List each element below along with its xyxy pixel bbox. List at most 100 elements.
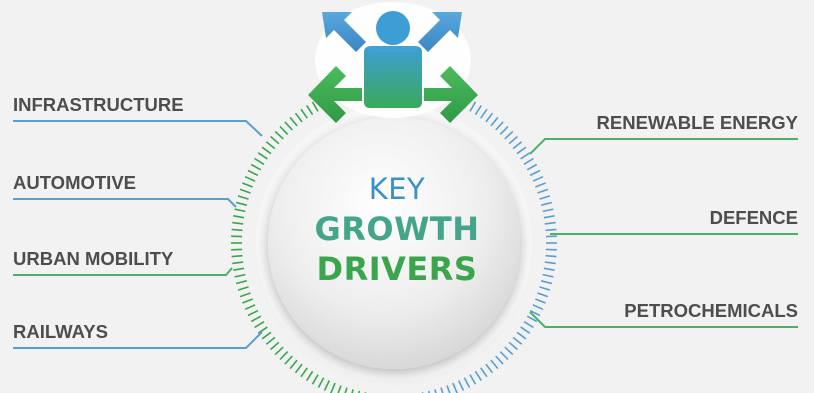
ring-tick <box>480 367 488 378</box>
connector-lines <box>13 120 798 349</box>
ring-tick <box>535 298 546 304</box>
ring-tick <box>490 359 499 370</box>
ring-tick <box>289 359 298 370</box>
ring-tick <box>499 351 509 361</box>
ring-tick <box>544 261 556 265</box>
ring-tick <box>261 331 272 340</box>
ring-tick <box>344 387 348 393</box>
ring-tick <box>469 101 477 112</box>
driver-label-petrochemicals: PETROCHEMICALS <box>624 300 798 321</box>
center-title-growth: GROWTH <box>314 210 480 248</box>
ring-tick <box>440 387 444 393</box>
ring-tick <box>542 273 554 278</box>
ring-tick <box>294 112 303 123</box>
ring-tick <box>244 175 256 182</box>
ring-tick <box>254 157 265 165</box>
ring-tick <box>495 355 504 365</box>
ring-tick <box>317 377 325 388</box>
ring-tick <box>274 130 284 140</box>
ring-tick <box>520 152 531 160</box>
ring-tick <box>311 374 319 385</box>
ring-tick <box>306 370 314 382</box>
ring-tick <box>289 116 298 127</box>
ring-tick <box>284 355 293 365</box>
ring-tick <box>539 286 551 291</box>
ring-tick <box>508 135 518 145</box>
ring-tick <box>474 104 482 116</box>
ring-tick <box>523 321 534 329</box>
ring-tick <box>300 108 308 119</box>
ring-tick <box>265 336 276 345</box>
ring-tick <box>237 286 249 291</box>
ring-tick <box>234 208 246 213</box>
ring-tick <box>294 363 303 374</box>
ring-tick <box>495 121 504 131</box>
ring-tick <box>504 346 514 356</box>
ring-tick <box>485 112 494 123</box>
center-title-key: KEY <box>368 172 426 206</box>
center-title-drivers: DRIVERS <box>316 250 478 288</box>
ring-tick <box>526 163 538 171</box>
ring-tick <box>254 321 265 329</box>
ring-tick <box>274 346 284 356</box>
ring-tick <box>279 125 289 135</box>
ring-tick <box>244 304 256 311</box>
ring-tick <box>351 389 354 393</box>
ring-tick <box>542 208 554 213</box>
ring-tick <box>250 163 262 171</box>
ring-tick <box>452 382 458 393</box>
connector-infrastructure <box>13 120 263 137</box>
ring-tick <box>529 169 541 177</box>
ring-tick <box>231 228 243 232</box>
ring-tick <box>474 370 482 382</box>
ring-tick <box>469 374 477 385</box>
ring-tick <box>231 254 243 258</box>
ring-tick <box>233 215 245 219</box>
ring-tick <box>233 267 245 271</box>
ring-tick <box>330 382 336 393</box>
ring-tick <box>504 130 514 140</box>
ring-tick <box>242 298 253 304</box>
person-with-four-arrows-icon <box>308 2 478 123</box>
ring-tick <box>261 146 272 155</box>
connector-railways <box>13 331 263 349</box>
center-title: KEY GROWTH DRIVERS <box>290 172 504 288</box>
ring-tick <box>539 195 551 200</box>
ring-tick <box>512 141 523 150</box>
ring-tick <box>242 182 253 188</box>
ring-tick <box>457 380 465 391</box>
ring-tick <box>541 280 553 285</box>
ring-tick <box>234 273 246 278</box>
ring-tick <box>270 135 280 145</box>
ring-tick <box>247 309 259 317</box>
ring-tick <box>480 108 488 119</box>
ring-tick <box>239 292 251 298</box>
driver-label-renewable-energy: RENEWABLE ENERGY <box>596 112 798 133</box>
ring-tick <box>235 201 247 206</box>
ring-tick <box>337 385 342 393</box>
ring-tick <box>516 331 527 340</box>
ring-tick <box>537 188 549 194</box>
ring-tick <box>311 101 319 112</box>
ring-tick <box>523 157 534 165</box>
driver-label-automotive: AUTOMOTIVE <box>13 172 136 193</box>
ring-tick <box>508 341 518 351</box>
ring-tick <box>323 380 331 391</box>
connector-automotive <box>13 198 237 208</box>
driver-label-infrastructure: INFRASTRUCTURE <box>13 94 184 115</box>
ring-tick <box>235 280 247 285</box>
ring-tick <box>232 221 244 225</box>
tick-ring <box>231 95 557 393</box>
ring-tick <box>239 188 251 194</box>
ring-tick <box>485 363 494 374</box>
ring-tick <box>526 315 538 323</box>
ring-tick <box>463 377 471 388</box>
ring-tick <box>446 385 451 393</box>
center-disc <box>252 101 536 385</box>
ring-tick <box>284 121 293 131</box>
connector-urban-mobility <box>13 267 233 276</box>
ring-tick <box>499 125 509 135</box>
ring-tick <box>512 336 523 345</box>
driver-label-urban-mobility: URBAN MOBILITY <box>13 248 174 269</box>
